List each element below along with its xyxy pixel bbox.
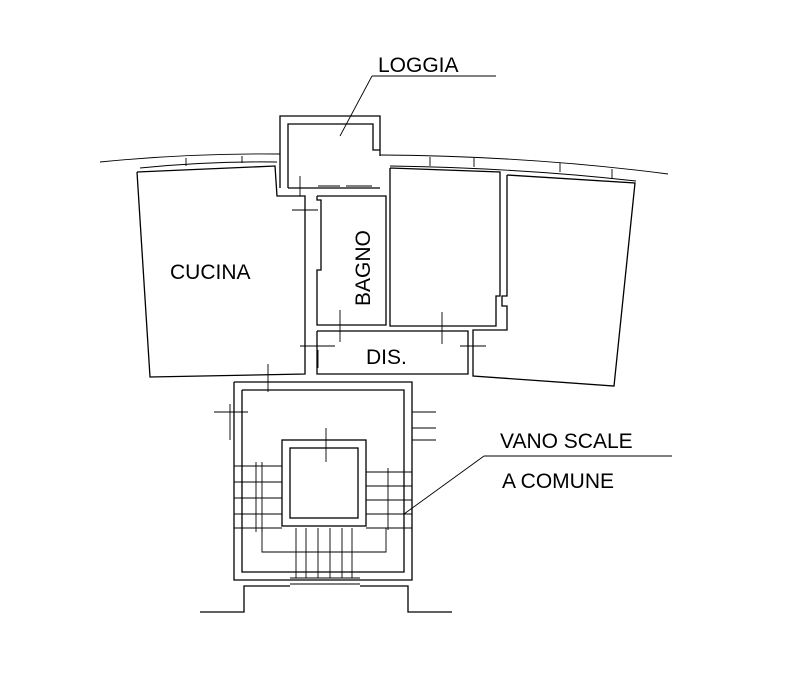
stair-treads [234, 462, 412, 585]
room-a [389, 167, 501, 327]
loggia-room [279, 115, 381, 196]
label-bagno: BAGNO [352, 230, 375, 306]
facade-line [99, 153, 669, 182]
label-cucina: CUCINA [170, 261, 251, 284]
bagno-room [316, 195, 387, 342]
cucina-room [136, 165, 335, 378]
label-leaders [339, 75, 672, 515]
label-vano-scale: VANO SCALE [500, 430, 633, 453]
label-a-comune: A COMUNE [502, 470, 614, 493]
entrance-steps [200, 585, 452, 613]
lift-shaft [281, 439, 367, 527]
label-loggia: LOGGIA [378, 54, 459, 77]
room-b [472, 174, 636, 387]
label-dis: DIS. [366, 346, 407, 369]
